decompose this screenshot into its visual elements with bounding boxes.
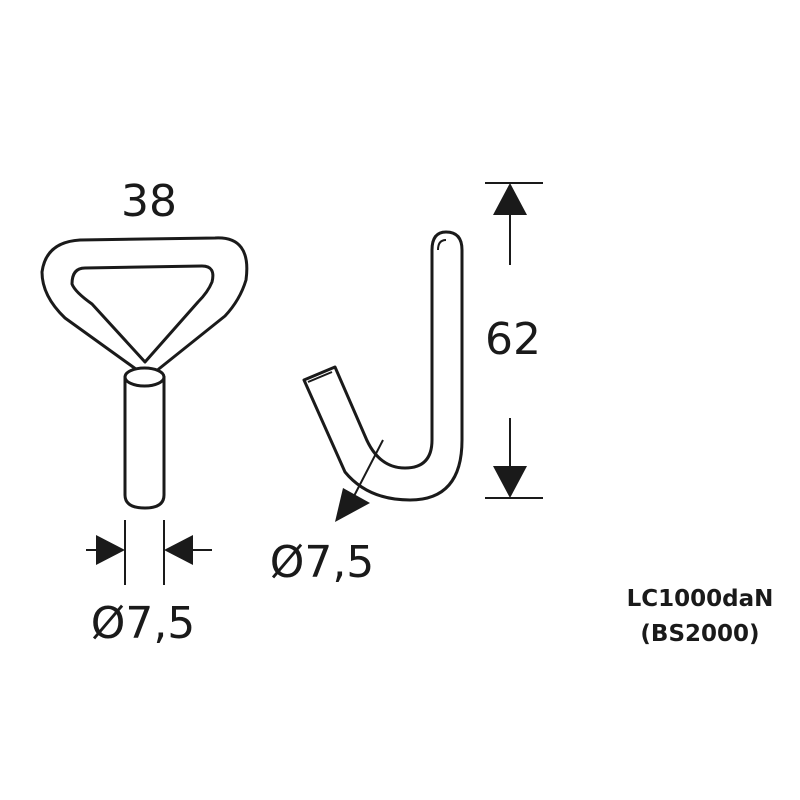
- width-dimension-label: 38: [121, 176, 177, 227]
- triangle-eye-inner: [70, 264, 215, 364]
- shank-diameter-dimension: [86, 520, 212, 585]
- triangle-eye-part: [40, 236, 249, 510]
- j-hook-part: [302, 230, 464, 502]
- eye-shank-top: [123, 366, 166, 388]
- hook-leader-line: [352, 439, 384, 499]
- j-hook-top-highlight: [437, 239, 447, 251]
- height-dimension-label: 62: [485, 314, 541, 365]
- breaking-strength-label: (BS2000): [640, 621, 759, 647]
- eye-shank: [123, 375, 166, 510]
- shank-arrow-left: [96, 535, 125, 565]
- hook-diameter-dimension: [335, 439, 384, 522]
- load-capacity-label: LC1000daN: [627, 586, 774, 612]
- height-dimension: [485, 182, 543, 499]
- shank-arrow-right: [164, 535, 193, 565]
- j-hook-tip-highlight: [307, 371, 333, 383]
- hook-diameter-arrow: [335, 488, 370, 522]
- height-arrow-top: [493, 183, 527, 215]
- j-hook-body: [302, 230, 464, 502]
- shank-diameter-label: Ø7,5: [91, 598, 196, 649]
- height-arrow-bottom: [493, 466, 527, 498]
- hook-diameter-label: Ø7,5: [270, 537, 375, 588]
